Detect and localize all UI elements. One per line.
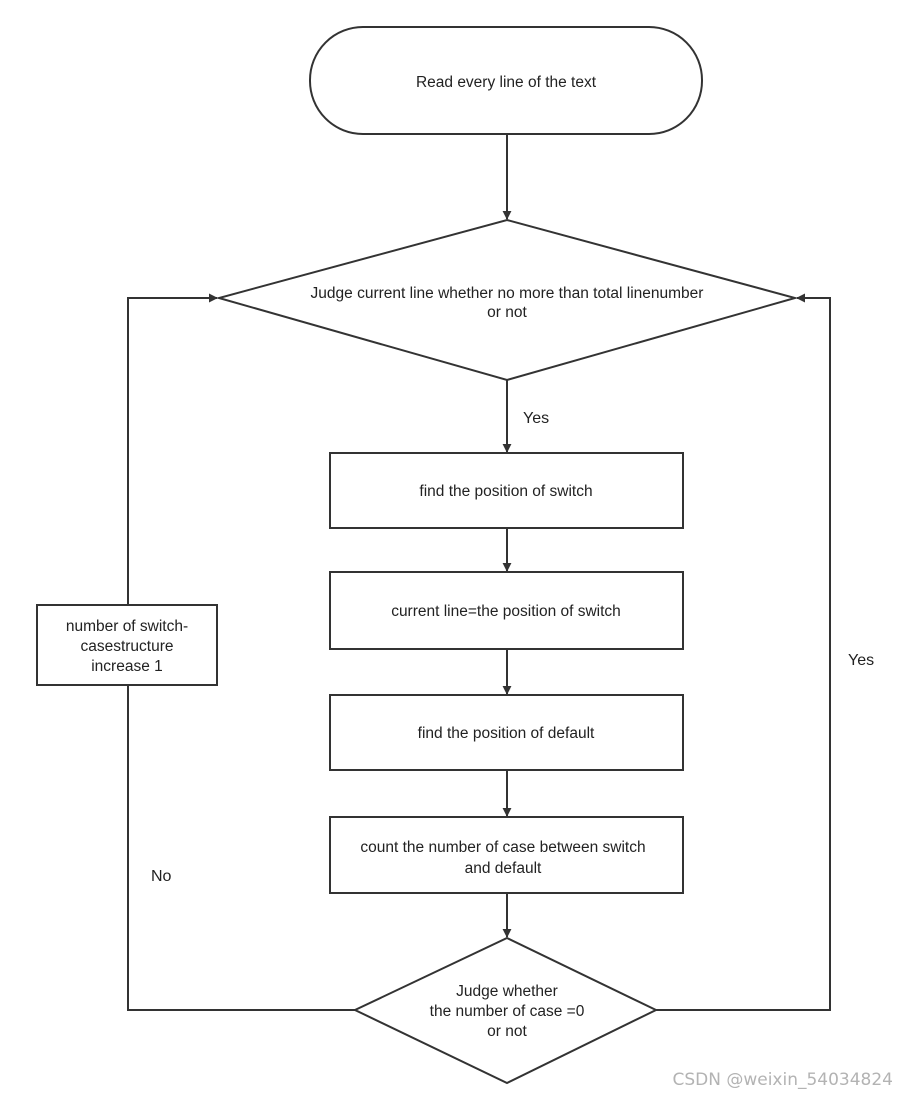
- no-label-loop: No: [151, 868, 172, 885]
- current-line-label: current line=the position of switch: [391, 603, 621, 620]
- judge-line-label-2: or not: [487, 304, 527, 321]
- judge-case-label-1: Judge whether: [456, 983, 558, 1000]
- judge-case-label-2: the number of case =0: [430, 1003, 585, 1020]
- increment-label-1: number of switch-: [66, 618, 188, 635]
- count-case-step: count the number of case between switch …: [329, 816, 684, 894]
- find-switch-label: find the position of switch: [419, 483, 592, 500]
- edge-judge-case-no-to-increment: [127, 685, 355, 1011]
- watermark: CSDN @weixin_54034824: [672, 1070, 893, 1090]
- find-default-step: find the position of default: [329, 694, 684, 771]
- find-default-label: find the position of default: [418, 725, 595, 742]
- find-switch-step: find the position of switch: [329, 452, 684, 529]
- judge-case-label-3: or not: [487, 1023, 527, 1040]
- yes-label-loop: Yes: [848, 652, 874, 669]
- yes-label-main: Yes: [523, 410, 549, 427]
- count-case-label-2: and default: [465, 860, 542, 877]
- increment-label-3: increase 1: [91, 658, 163, 675]
- increment-step: number of switch- casestructure increase…: [36, 604, 218, 686]
- edge-judge-case-yes-loop: [656, 293, 831, 1011]
- start-node-label: Read every line of the text: [416, 74, 597, 91]
- judge-line-decision: Judge current line whether no more than …: [215, 218, 799, 382]
- count-case-label-1: count the number of case between switch: [360, 839, 645, 856]
- increment-label-2: casestructure: [80, 638, 173, 655]
- current-line-step: current line=the position of switch: [329, 571, 684, 650]
- judge-case-decision: Judge whether the number of case =0 or n…: [352, 936, 659, 1085]
- start-node: Read every line of the text: [309, 26, 703, 135]
- judge-line-label-1: Judge current line whether no more than …: [311, 285, 704, 302]
- edge-increment-to-judge-line: [127, 293, 218, 604]
